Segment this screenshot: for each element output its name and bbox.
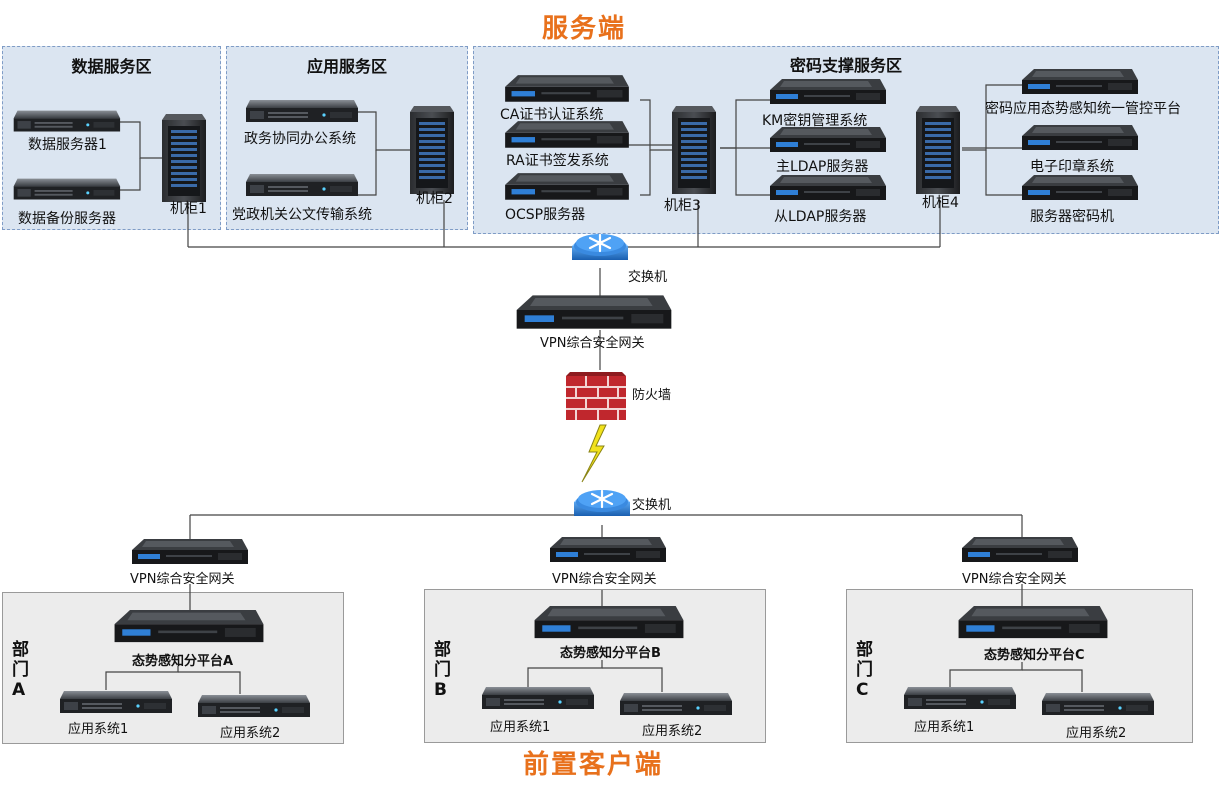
rack-cabinet-icon[interactable] [162, 114, 206, 204]
rack-server-icon[interactable] [8, 108, 122, 136]
lightning-link-icon [581, 424, 607, 483]
server-label: 主LDAP服务器 [776, 159, 869, 175]
server-label: 数据服务器1 [28, 137, 107, 153]
app-system-label: 应用系统1 [914, 720, 975, 735]
vpn-gateway-icon[interactable] [512, 294, 676, 334]
rack-cabinet-icon[interactable] [916, 106, 960, 196]
appliance-server-icon[interactable] [1018, 68, 1142, 98]
appliance-server-icon[interactable] [766, 126, 890, 156]
rack-server-icon[interactable] [8, 176, 122, 204]
department-label: 部门A [12, 640, 29, 700]
department-label: 部门B [434, 640, 451, 700]
platform-label: 态势感知分平台B [560, 646, 661, 661]
client-side-title: 前置客户端 [523, 750, 664, 780]
network-switch-icon[interactable] [574, 486, 630, 526]
rack-cabinet-icon[interactable] [672, 106, 716, 196]
rack-server-icon[interactable] [1036, 690, 1156, 720]
vpn-gateway-label: VPN综合安全网关 [540, 336, 645, 351]
switch-label: 交换机 [628, 270, 668, 285]
department-label: 部门C [856, 640, 873, 700]
vpn-gateway-icon[interactable] [958, 536, 1082, 566]
zone-title: 密码支撑服务区 [789, 56, 902, 75]
platform-server-icon[interactable] [956, 604, 1110, 644]
appliance-server-icon[interactable] [492, 74, 642, 106]
platform-server-icon[interactable] [532, 604, 686, 644]
app-system-label: 应用系统2 [1066, 726, 1127, 741]
appliance-server-icon[interactable] [1018, 174, 1142, 204]
server-label: RA证书签发系统 [506, 153, 609, 169]
server-label: OCSP服务器 [505, 207, 586, 223]
network-switch-icon[interactable] [572, 230, 628, 270]
server-label: 党政机关公文传输系统 [232, 207, 372, 223]
app-system-label: 应用系统1 [68, 722, 129, 737]
vpn-gateway-label: VPN综合安全网关 [552, 572, 657, 587]
firewall-brick-icon[interactable] [566, 372, 626, 420]
rack-server-icon[interactable] [476, 684, 596, 714]
vpn-gateway-icon[interactable] [128, 538, 252, 568]
platform-label: 态势感知分平台C [984, 648, 1085, 663]
zone-title: 应用服务区 [306, 57, 387, 76]
server-label: 电子印章系统 [1030, 159, 1114, 175]
server-label: 数据备份服务器 [18, 211, 116, 227]
cabinet-label: 机柜2 [416, 191, 453, 207]
server-label: 服务器密码机 [1030, 209, 1114, 225]
rack-server-icon[interactable] [614, 690, 734, 720]
rack-server-icon[interactable] [898, 684, 1018, 714]
server-side-title: 服务端 [542, 14, 627, 44]
appliance-server-icon[interactable] [766, 78, 890, 108]
server-label: KM密钥管理系统 [762, 113, 868, 129]
vpn-gateway-label: VPN综合安全网关 [130, 572, 235, 587]
cabinet-label: 机柜4 [922, 195, 959, 211]
cabinet-label: 机柜3 [664, 198, 701, 214]
platform-server-icon[interactable] [112, 608, 266, 648]
server-label: CA证书认证系统 [500, 107, 604, 123]
firewall-label: 防火墙 [632, 388, 672, 403]
rack-server-icon[interactable] [192, 692, 312, 722]
app-system-label: 应用系统2 [642, 724, 703, 739]
server-label: 从LDAP服务器 [774, 209, 867, 225]
appliance-server-icon[interactable] [1018, 124, 1142, 154]
platform-label: 态势感知分平台A [132, 654, 234, 669]
rack-cabinet-icon[interactable] [410, 106, 454, 196]
appliance-server-icon[interactable] [766, 174, 890, 204]
rack-server-icon[interactable] [240, 172, 360, 200]
vpn-gateway-icon[interactable] [546, 536, 670, 566]
app-system-label: 应用系统1 [490, 720, 551, 735]
rack-server-icon[interactable] [240, 98, 360, 126]
switch-label: 交换机 [632, 498, 672, 513]
appliance-server-icon[interactable] [492, 120, 642, 152]
appliance-server-icon[interactable] [492, 172, 642, 204]
vpn-gateway-label: VPN综合安全网关 [962, 572, 1067, 587]
server-label: 密码应用态势感知统一管控平台 [985, 101, 1181, 117]
server-label: 政务协同办公系统 [244, 131, 356, 147]
zone-title: 数据服务区 [71, 57, 152, 76]
app-system-label: 应用系统2 [220, 726, 281, 741]
rack-server-icon[interactable] [54, 688, 174, 718]
cabinet-label: 机柜1 [170, 201, 207, 217]
